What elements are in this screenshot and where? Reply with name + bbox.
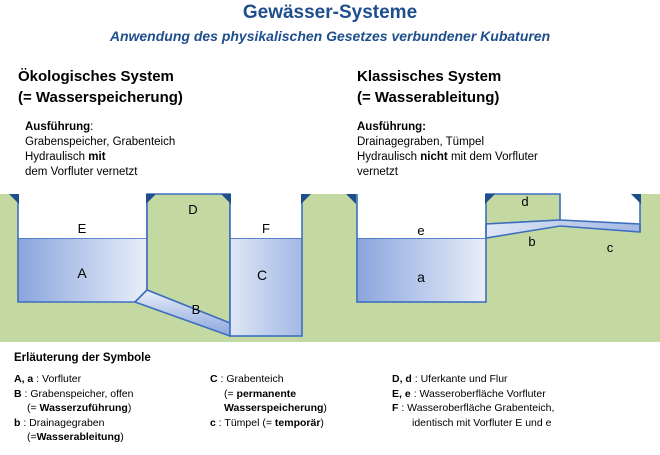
left-heading-line1: Ökologisches System: [18, 68, 174, 85]
right-ausf-label: Ausführung:: [357, 121, 426, 133]
legend-item-C-cont1: (= permanente: [224, 387, 297, 400]
legend-item-c: c : Tümpel (= temporär): [210, 416, 324, 429]
legend-item-F-cont: identisch mit Vorfluter E und e: [412, 416, 552, 429]
right-system-heading: Klassisches System (= Wasserableitung): [357, 66, 501, 108]
label-a: a: [417, 269, 425, 285]
right-ausf-line3: vernetzt: [357, 166, 398, 178]
basin-C: [229, 237, 303, 337]
label-F: F: [262, 221, 270, 236]
legend-col2: C : Grabenteich (= permanente Wasserspei…: [210, 372, 327, 430]
label-B: B: [192, 302, 201, 317]
label-b: b: [528, 234, 535, 249]
label-d: d: [521, 194, 528, 209]
legend-item-b: b : Drainagegraben: [14, 416, 105, 429]
right-ausf-line2: Hydraulisch nicht mit dem Vorfluter: [357, 151, 538, 163]
legend-item-B: B : Grabenspeicher, offen: [14, 387, 134, 400]
water-system-diagram: E A D F C B e a d b c: [0, 193, 660, 342]
left-ausfuehrung: Ausführung: Grabenspeicher, Grabenteich …: [25, 120, 175, 180]
legend-item-C: C : Grabenteich: [210, 373, 284, 385]
label-E: E: [78, 221, 87, 236]
right-heading-line2: (= Wasserableitung): [357, 89, 500, 106]
cut-above-C: [230, 194, 302, 238]
legend-title: Erläuterung der Symbole: [14, 352, 151, 364]
left-ausf-label: Ausführung:: [25, 121, 94, 133]
label-C: C: [257, 267, 267, 283]
legend-item-b-cont: (=Wasserableitung): [27, 431, 124, 443]
label-c: c: [607, 240, 614, 255]
legend-col1: A, a : Vorfluter B : Grabenspeicher, off…: [14, 372, 133, 445]
basin-a: [356, 237, 487, 303]
left-ausf-line2: Hydraulisch mit: [25, 151, 106, 163]
left-heading-line2: (= Wasserspeicherung): [18, 89, 183, 106]
left-system-heading: Ökologisches System (= Wasserspeicherung…: [18, 66, 183, 108]
left-ausf-line3: dem Vorfluter vernetzt: [25, 166, 138, 178]
bank-markers: [9, 194, 641, 204]
page-subtitle: Anwendung des physikalischen Gesetzes ve…: [109, 28, 551, 44]
left-ausf-line1: Grabenspeicher, Grabenteich: [25, 136, 176, 148]
label-A: A: [77, 265, 87, 281]
label-D: D: [188, 202, 197, 217]
legend-item-B-cont: (= Wasserzuführung): [27, 402, 132, 414]
label-e: e: [417, 223, 424, 238]
right-ausfuehrung: Ausführung: Drainagegraben, Tümpel Hydra…: [357, 120, 538, 180]
cut-above-a: [357, 194, 486, 238]
legend-item-Aa: A, a : Vorfluter: [14, 373, 82, 385]
legend-item-Dd: D, d : Uferkante und Flur: [392, 373, 508, 385]
legend-item-Ee: E, e : Wasseroberfläche Vorfluter: [392, 387, 546, 400]
page-title: Gewässer-Systeme: [242, 2, 418, 23]
legend-item-F: F : Wasseroberfläche Grabenteich,: [392, 402, 555, 414]
right-heading-line1: Klassisches System: [357, 68, 502, 85]
cut-above-A: [18, 194, 147, 238]
legend-item-C-cont2: Wasserspeicherung): [224, 402, 327, 414]
legend-col3: D, d : Uferkante und Flur E, e : Wassero…: [392, 372, 554, 430]
right-ausf-line1: Drainagegraben, Tümpel: [357, 136, 485, 148]
